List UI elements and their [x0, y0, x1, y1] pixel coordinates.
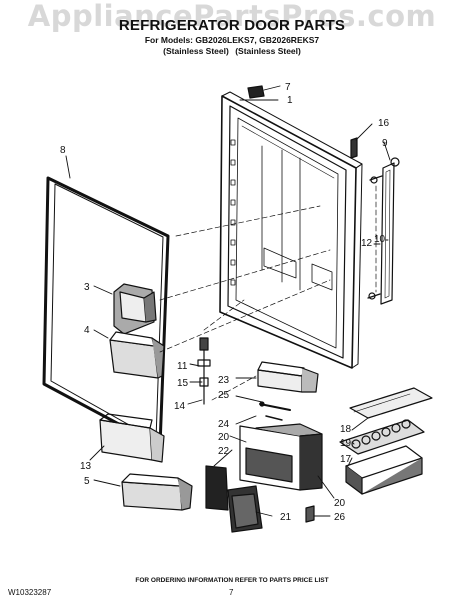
callout-16: 15: [177, 378, 189, 389]
finish-left: (Stainless Steel): [163, 46, 229, 56]
callout-21: 21: [280, 512, 292, 523]
top-trim: [247, 85, 265, 99]
leader-lines: [65, 85, 391, 517]
callout-1: 1: [287, 95, 293, 106]
assembly-lines: [159, 185, 377, 401]
callout-20b: 20: [334, 498, 346, 509]
ordering-note: FOR ORDERING INFORMATION REFER TO PARTS …: [135, 577, 329, 584]
callout-9: 9: [382, 138, 388, 149]
finish-line: (Stainless Steel) (Stainless Steel): [0, 46, 464, 56]
ice-bin-assembly: [205, 423, 323, 533]
callout-7: 7: [285, 82, 291, 93]
callout-23: 23: [218, 375, 230, 386]
model-numbers: For Models: GB2026LEKS7, GB2026REKS7: [144, 35, 320, 45]
callout-24: 24: [218, 419, 230, 430]
door-bin-upper: [109, 331, 165, 379]
callout-17: 17: [340, 454, 352, 465]
page-title: REFRIGERATOR DOOR PARTS: [118, 17, 346, 34]
finish-right: (Stainless Steel): [235, 46, 301, 56]
ice-tray: [339, 387, 433, 495]
cup-holder: [113, 283, 157, 335]
door-bin-23: [257, 361, 319, 393]
callout-14: 13: [80, 461, 92, 472]
door-handle: [350, 137, 400, 305]
callout-labels: 7 1 16 9 8 10 12 3 4 11 23 15 25 14 24 1…: [60, 82, 390, 523]
document-number: W10323287: [8, 588, 52, 597]
callout-11: 11: [177, 361, 188, 372]
small-parts: [259, 401, 291, 421]
callout-13: 16: [378, 118, 390, 129]
water-valve: [197, 337, 211, 405]
callout-18: 18: [340, 424, 352, 435]
callout-3: 3: [84, 282, 90, 293]
page-number: 7: [229, 588, 234, 597]
door-bin-5: [121, 473, 193, 511]
callout-19: 19: [340, 438, 352, 449]
door-hinge-holes: [230, 139, 236, 286]
callout-15: 14: [174, 401, 186, 412]
callout-20a: 20: [218, 432, 230, 443]
callout-25: 25: [218, 390, 230, 401]
callout-5: 5: [84, 476, 90, 487]
callout-4: 4: [84, 325, 90, 336]
door-bin-14: [99, 413, 165, 463]
callout-26: 26: [334, 512, 346, 523]
door-assembly: [219, 91, 363, 369]
callout-22: 22: [218, 446, 230, 457]
watermark: AppliancePartsPros.com: [27, 0, 437, 33]
callout-12: 12: [361, 238, 373, 249]
callout-8: 8: [60, 145, 66, 156]
callout-10: 10: [374, 234, 386, 245]
